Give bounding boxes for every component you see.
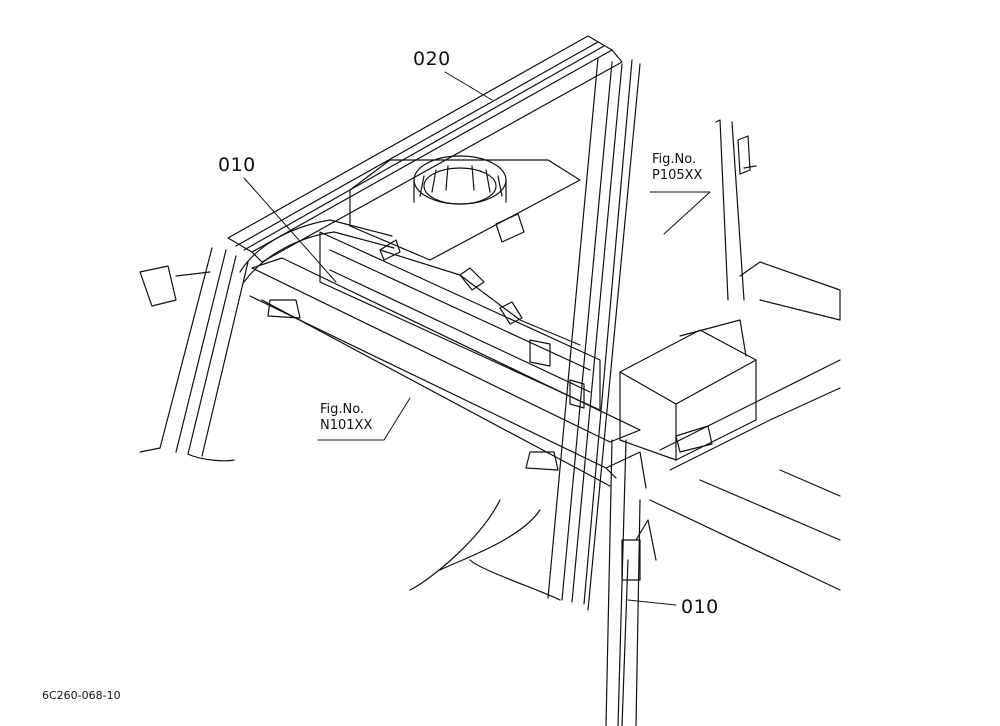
leader-fig-n101	[317, 397, 411, 441]
cross-beam	[249, 257, 647, 489]
figure-ref-n101xx-line2: N101XX	[320, 418, 373, 433]
figure-ref-n101xx: Fig.No. N101XX	[320, 402, 372, 434]
callout-010-upper: 010	[218, 154, 256, 176]
left-post	[139, 247, 249, 457]
drawing-code: 6C260-068-10	[42, 689, 121, 702]
figure-ref-n101xx-line1: Fig.No.	[320, 402, 365, 417]
figure-ref-p105xx-line1: Fig.No.	[652, 152, 697, 167]
floor-contours	[187, 453, 561, 601]
roof-rail	[227, 35, 623, 263]
leader-010-upper	[243, 177, 337, 283]
figure-ref-p105xx: Fig.No. P105XX	[652, 152, 702, 184]
figure-ref-p105xx-line2: P105XX	[652, 168, 703, 183]
right-frame	[619, 261, 841, 591]
rear-post	[715, 119, 757, 301]
callout-020: 020	[413, 48, 451, 70]
leader-020	[444, 71, 493, 101]
leader-fig-p105	[649, 191, 711, 235]
heater-hoses	[239, 219, 657, 726]
heater-core	[319, 231, 601, 411]
blower-housing	[349, 155, 581, 261]
callout-010-lower: 010	[681, 596, 719, 618]
front-pillar	[547, 57, 641, 726]
leader-lines	[243, 71, 711, 606]
leader-010-lower	[627, 599, 677, 606]
